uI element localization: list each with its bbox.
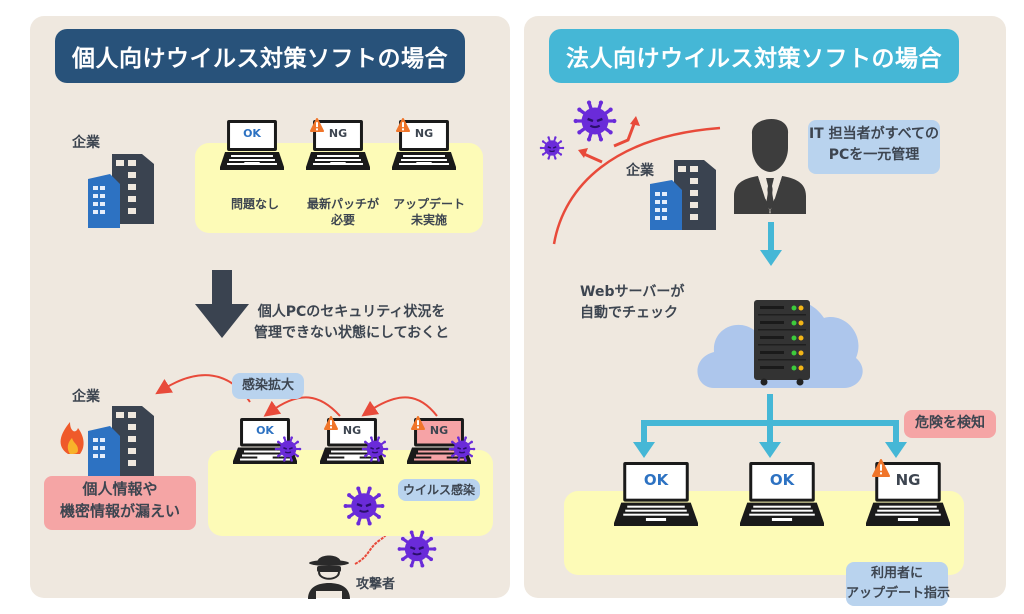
business-panel-title: 法人向けウイルス対策ソフトの場合 bbox=[549, 29, 959, 83]
burning-building-icon bbox=[60, 406, 154, 480]
unmanaged-warning-text: 個人PCのセキュリティ状況を 管理できない状態にしておくと bbox=[254, 304, 450, 341]
protection-barrier bbox=[552, 116, 721, 245]
pc-status-text: NG bbox=[895, 470, 921, 489]
laptop-caption: 問題なし bbox=[230, 197, 279, 211]
virus-icon bbox=[274, 436, 302, 462]
pc-status-text: NG bbox=[342, 424, 362, 438]
danger-detected-label: 危険を検知 bbox=[904, 410, 996, 438]
company-label: 企業 bbox=[72, 135, 100, 151]
warning-icon bbox=[411, 415, 426, 434]
laptop-icon: NG bbox=[392, 117, 456, 170]
virus-icon bbox=[361, 436, 389, 466]
virus-icon bbox=[397, 530, 437, 568]
warning-icon bbox=[324, 415, 339, 434]
laptop-icon: OK bbox=[740, 462, 824, 526]
big-down-arrow-icon bbox=[195, 270, 249, 338]
pc-status-text: OK bbox=[243, 126, 261, 140]
warning-icon bbox=[411, 416, 426, 430]
it-admin-icon bbox=[734, 118, 806, 214]
personal-antivirus-panel: 個人向けウイルス対策ソフトの場合 企業 OK NG bbox=[30, 16, 510, 599]
virus-icon bbox=[343, 486, 385, 526]
personal-panel-title: 個人向けウイルス対策ソフトの場合 bbox=[55, 29, 465, 83]
warning-icon bbox=[310, 117, 325, 136]
down-arrow-icon bbox=[760, 222, 782, 266]
it-admin-label: IT 担当者がすべての PCを一元管理 bbox=[808, 120, 940, 174]
laptop-icon: NG bbox=[306, 117, 370, 170]
laptop-icon: NG bbox=[866, 459, 950, 526]
virus-icon bbox=[448, 436, 476, 462]
virus-icon bbox=[343, 486, 385, 530]
virus-icon bbox=[397, 530, 437, 572]
virus-icon bbox=[274, 436, 302, 466]
pc-status-text: NG bbox=[429, 424, 449, 438]
pc-status-text: NG bbox=[414, 126, 434, 140]
cloud-server-icon bbox=[697, 300, 863, 388]
laptop-icon: NG bbox=[407, 415, 471, 464]
update-instruction-label: 利用者に アップデート指示 bbox=[846, 562, 950, 606]
deflect-arrow-icon bbox=[578, 116, 640, 164]
infection-spread-label: 感染拡大 bbox=[232, 373, 304, 399]
warning-icon bbox=[872, 459, 891, 477]
pc-status-text: OK bbox=[769, 470, 795, 489]
warning-icon bbox=[396, 118, 411, 132]
warning-icon bbox=[310, 118, 325, 132]
virus-infection-label: ウイルス感染 bbox=[398, 479, 480, 501]
warning-icon bbox=[396, 117, 411, 136]
virus-icon bbox=[539, 136, 565, 164]
company-label: 企業 bbox=[72, 389, 100, 405]
warning-icon bbox=[324, 416, 339, 430]
virus-icon bbox=[539, 136, 565, 160]
company-label: 企業 bbox=[626, 163, 654, 179]
fire-icon bbox=[60, 422, 84, 454]
virus-icon bbox=[448, 436, 476, 466]
attacker-icon bbox=[308, 555, 350, 599]
building-icon bbox=[88, 154, 154, 228]
laptop-caption: 最新パッチが 必要 bbox=[306, 197, 379, 228]
warning-icon bbox=[872, 459, 891, 481]
building-icon bbox=[650, 160, 716, 230]
data-leak-label: 個人情報や 機密情報が漏えい bbox=[44, 476, 196, 530]
laptop-caption: アップデート 未実施 bbox=[392, 197, 465, 228]
pc-status-text: NG bbox=[328, 126, 348, 140]
laptop-icon: OK bbox=[220, 120, 284, 170]
business-antivirus-panel: 法人向けウイルス対策ソフトの場合 企業 IT 担当者がすべての PCを一元管理 bbox=[524, 16, 1006, 606]
laptop-icon: OK bbox=[614, 462, 698, 526]
server-rack-icon bbox=[754, 300, 810, 386]
pc-status-text: OK bbox=[256, 424, 274, 438]
attacker-label: 攻撃者 bbox=[356, 577, 396, 592]
virus-icon bbox=[573, 100, 617, 146]
virus-icon bbox=[573, 100, 617, 142]
virus-icon bbox=[361, 436, 389, 462]
server-check-label: Webサーバーが 自動でチェック bbox=[580, 284, 685, 321]
pc-status-text: OK bbox=[643, 470, 669, 489]
